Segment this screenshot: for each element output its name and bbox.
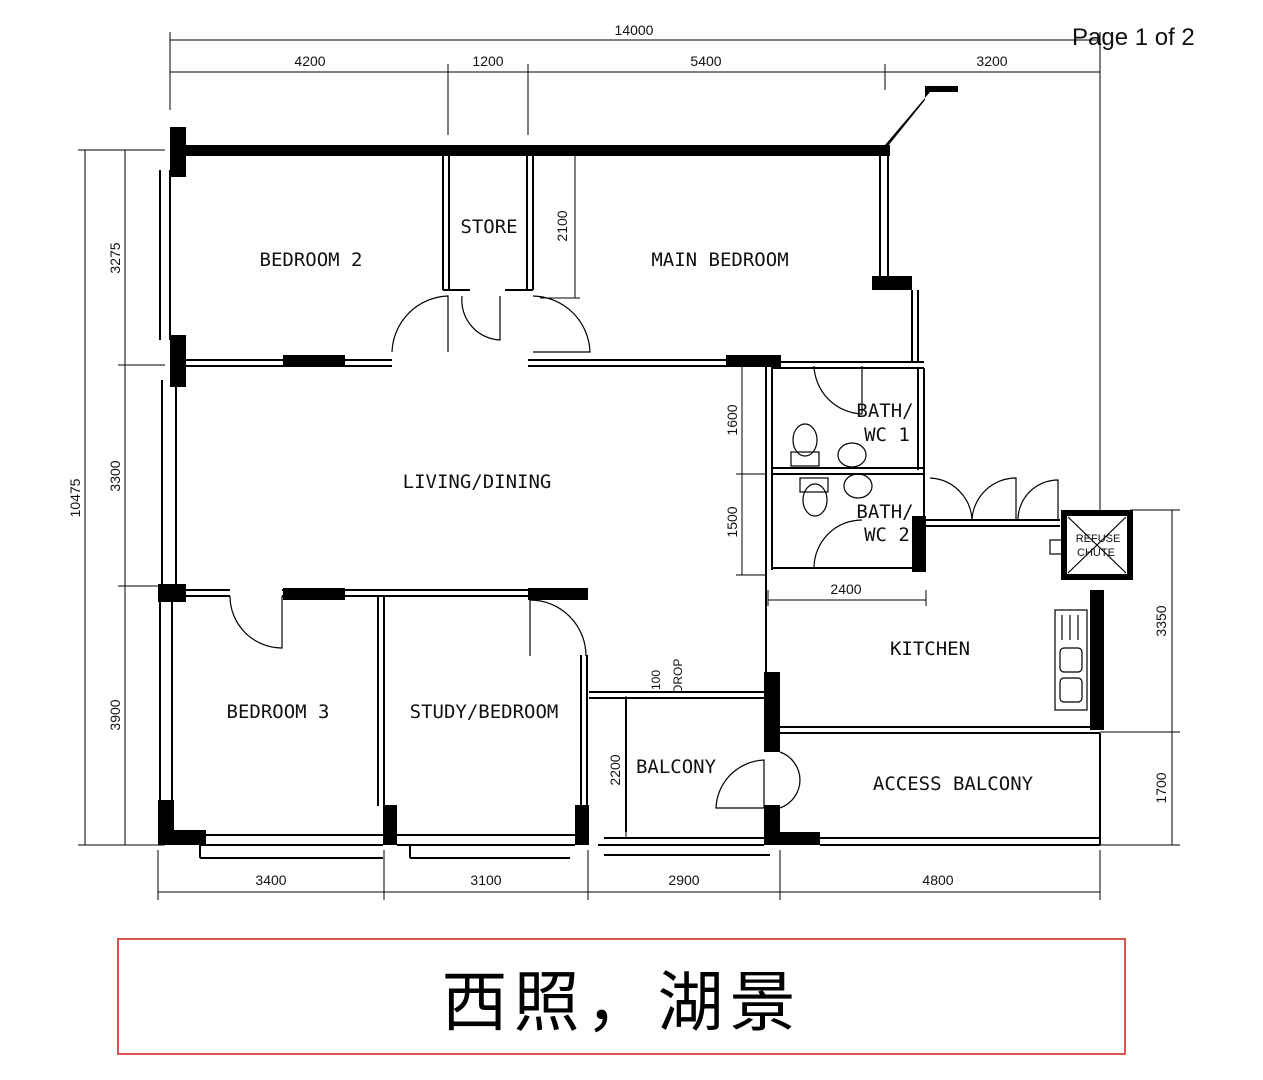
room-store: STORE bbox=[460, 216, 517, 238]
refuse-chute-line-2: CHUTE bbox=[1077, 547, 1115, 559]
dim-bottom-3: 2900 bbox=[668, 872, 699, 888]
bottom-dimension-lines bbox=[157, 850, 1101, 900]
interior-dimension-lines bbox=[540, 156, 927, 838]
room-bath-2-line-1: BATH/ bbox=[856, 501, 913, 523]
dim-right-1: 3350 bbox=[1153, 605, 1169, 636]
dim-overall-width: 14000 bbox=[615, 22, 654, 38]
dim-balcony-depth: 2200 bbox=[607, 754, 623, 785]
exterior-walls bbox=[158, 86, 1104, 845]
dim-left-1: 3275 bbox=[107, 242, 123, 273]
caption-box: 西照，湖景 bbox=[117, 938, 1126, 1055]
partitions bbox=[159, 156, 1101, 859]
caption-text: 西照，湖景 bbox=[441, 963, 802, 1041]
room-balcony: BALCONY bbox=[636, 756, 717, 778]
dim-overall-height: 10475 bbox=[67, 478, 83, 517]
room-study-bedroom: STUDY/BEDROOM bbox=[410, 701, 559, 723]
dim-bath-2: 1500 bbox=[724, 506, 740, 537]
dim-bottom-4: 4800 bbox=[922, 872, 953, 888]
door-swings bbox=[229, 295, 1059, 809]
drop-label: DROP bbox=[671, 659, 685, 694]
refuse-chute-line-1: REFUSE bbox=[1076, 533, 1121, 545]
toilet-bowls bbox=[790, 423, 873, 517]
dim-bottom-1: 3400 bbox=[255, 872, 286, 888]
dim-top-2: 1200 bbox=[472, 53, 503, 69]
room-kitchen: KITCHEN bbox=[890, 638, 970, 660]
dim-left-2: 3300 bbox=[107, 460, 123, 491]
kitchen-sink bbox=[1054, 609, 1088, 711]
dim-top-3: 5400 bbox=[690, 53, 721, 69]
top-dimension-lines bbox=[169, 32, 1101, 510]
room-bath-2-line-2: WC 2 bbox=[864, 524, 910, 546]
page-indicator: Page 1 of 2 bbox=[1072, 24, 1195, 51]
room-living-dining: LIVING/DINING bbox=[403, 471, 552, 493]
room-bath-1-line-1: BATH/ bbox=[856, 400, 913, 422]
drop-number: 100 bbox=[649, 670, 663, 690]
dim-top-1: 4200 bbox=[294, 53, 325, 69]
right-dimension-lines bbox=[1100, 509, 1180, 846]
room-bath-1-line-2: WC 1 bbox=[864, 424, 910, 446]
dim-right-2: 1700 bbox=[1153, 772, 1169, 803]
room-access-balcony: ACCESS BALCONY bbox=[873, 773, 1034, 795]
dim-left-3: 3900 bbox=[107, 699, 123, 730]
dim-bath-width: 2400 bbox=[830, 581, 861, 597]
room-bedroom-3: BEDROOM 3 bbox=[227, 701, 330, 723]
dim-bottom-2: 3100 bbox=[470, 872, 501, 888]
room-bedroom-2: BEDROOM 2 bbox=[260, 249, 363, 271]
room-main-bedroom: MAIN BEDROOM bbox=[651, 249, 788, 271]
dim-bath-1: 1600 bbox=[724, 404, 740, 435]
dim-top-4: 3200 bbox=[976, 53, 1007, 69]
refuse-chute-box bbox=[1049, 510, 1133, 580]
floor-plan: 14000 4200 1200 5400 3200 10475 3275 330… bbox=[67, 22, 1180, 900]
left-dimension-lines bbox=[78, 149, 165, 846]
dim-store-depth: 2100 bbox=[554, 210, 570, 241]
